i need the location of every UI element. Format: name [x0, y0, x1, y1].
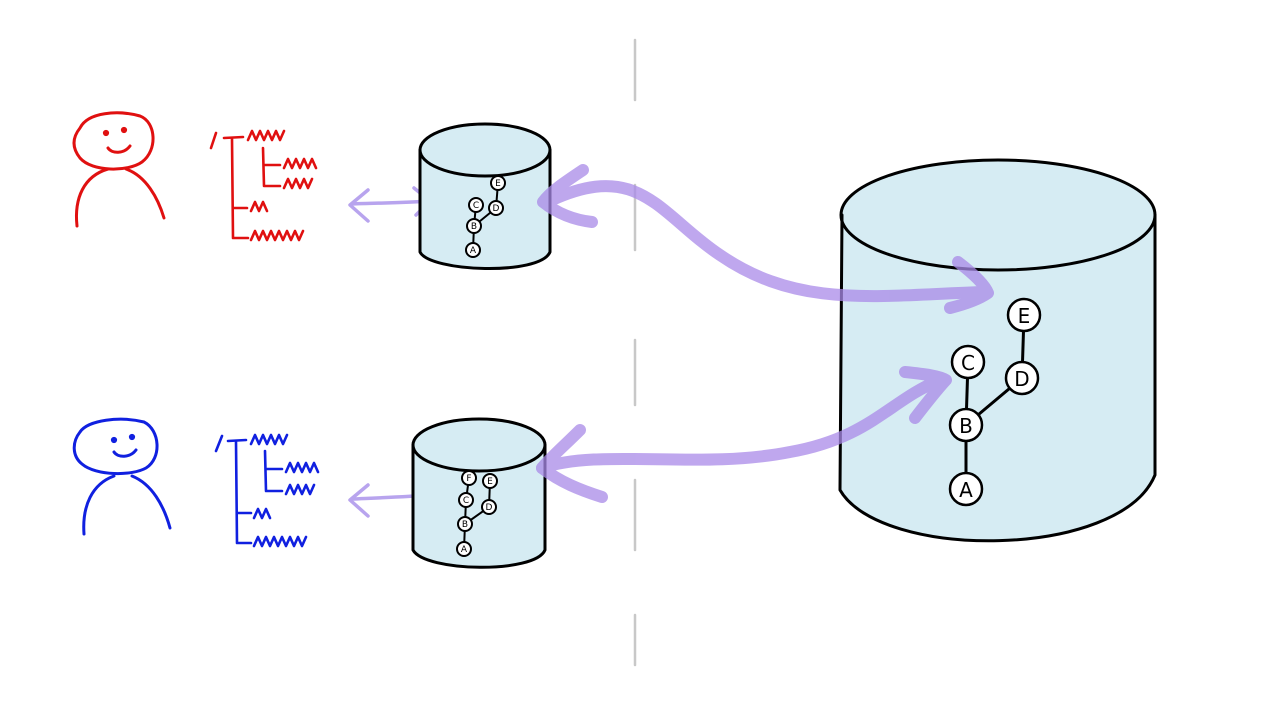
- local-bottom-commit-f: F: [461, 470, 477, 486]
- top-sync-arrow: [537, 164, 994, 314]
- local-top-commit-b-label: B: [471, 222, 477, 232]
- remote-commit-d: D: [1004, 360, 1040, 396]
- remote-commit-c-label: C: [961, 351, 975, 375]
- local-bottom-commit-d: D: [481, 499, 497, 515]
- local-top-commit-c-circle: [468, 197, 484, 213]
- remote-commit-d-label: D: [1014, 367, 1029, 391]
- local-top-commit-b-circle: [466, 218, 482, 234]
- remote-repository: [838, 158, 1157, 543]
- local-bottom-commit-b-circle: [457, 516, 473, 532]
- user-a-person-icon: [72, 111, 166, 228]
- remote-commit-e: E: [1006, 297, 1042, 333]
- user-b-file-tree: [214, 433, 320, 548]
- local-bottom-commit-d-circle: [481, 499, 497, 515]
- local-bottom-commit-e: E: [482, 473, 498, 489]
- local-bottom-commit-b: B: [457, 516, 473, 532]
- local-bottom-commit-c-circle: [458, 492, 474, 508]
- local-top-commit-graph: A B C D E: [465, 175, 506, 258]
- user-b-person-icon: [72, 417, 172, 536]
- remote-commit-c-circle: [950, 344, 986, 380]
- local-bottom-commit-f-label: F: [466, 474, 471, 484]
- remote-commit-e-circle: [1006, 297, 1042, 333]
- bottom-sync-arrow: [536, 366, 952, 503]
- local-bottom-commit-graph: A B C D E F: [456, 470, 498, 557]
- remote-commit-e-label: E: [1018, 304, 1031, 328]
- remote-commit-c: C: [950, 344, 986, 380]
- local-repository-bottom: [411, 417, 547, 569]
- local-top-commit-a-circle: [465, 242, 481, 258]
- local-bottom-commit-a-circle: [456, 541, 472, 557]
- local-top-commit-a-label: A: [470, 246, 477, 256]
- remote-commit-d-circle: [1004, 360, 1040, 396]
- local-bottom-commit-b-label: B: [462, 520, 468, 530]
- local-top-commit-c-label: C: [473, 201, 479, 211]
- local-top-commit-d: D: [488, 200, 504, 216]
- local-top-commit-a: A: [465, 242, 481, 258]
- local-bottom-commit-c-label: C: [463, 496, 469, 506]
- local-top-commit-e: E: [490, 175, 506, 191]
- remote-commit-b: B: [948, 407, 984, 443]
- local-bottom-commit-c: C: [458, 492, 474, 508]
- local-top-commit-e-label: E: [495, 179, 501, 189]
- local-bottom-commit-a-label: A: [461, 545, 468, 555]
- local-top-commit-d-circle: [488, 200, 504, 216]
- local-bottom-commit-f-circle: [461, 470, 477, 486]
- user-a-local-sync-arrow: [348, 186, 432, 223]
- local-top-commit-d-label: D: [493, 204, 500, 214]
- remote-commit-b-circle: [948, 407, 984, 443]
- local-bottom-commit-a: A: [456, 541, 472, 557]
- user-a-file-tree: [209, 129, 318, 242]
- remote-commit-b-label: B: [959, 414, 973, 438]
- local-top-commit-c: C: [468, 197, 484, 213]
- local-repository-top: [418, 122, 552, 271]
- local-bottom-commit-e-label: E: [487, 477, 493, 487]
- remote-commit-a-label: A: [959, 478, 973, 502]
- remote-commit-a: A: [948, 471, 984, 507]
- local-top-commit-b: B: [466, 218, 482, 234]
- local-top-commit-e-circle: [490, 175, 506, 191]
- remote-commit-a-circle: [948, 471, 984, 507]
- local-bottom-commit-e-circle: [482, 473, 498, 489]
- remote-commit-graph: A B C D E: [948, 297, 1042, 507]
- local-bottom-commit-d-label: D: [486, 503, 493, 513]
